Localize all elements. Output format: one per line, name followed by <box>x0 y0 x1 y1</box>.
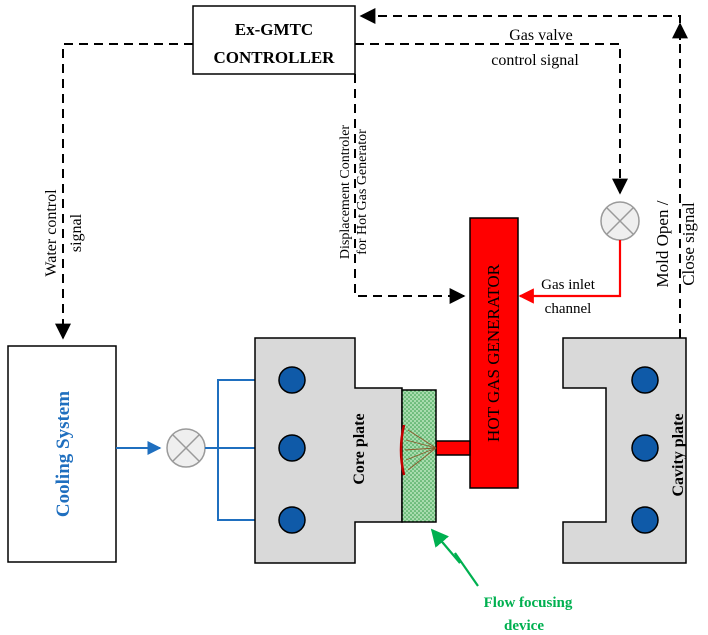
generator-nozzle <box>435 440 471 456</box>
core-plate-cooling-channels <box>278 366 306 534</box>
gas-valve-icon <box>600 201 640 241</box>
cooling-system-label: Cooling System <box>53 391 74 517</box>
mold-signal-label-line2: Close signal <box>679 202 698 286</box>
water-valve-icon <box>166 428 206 468</box>
heated-surface <box>399 424 406 476</box>
gas-valve-label-line1: Gas valve <box>509 27 573 44</box>
gas-inlet-label-line1: Gas inlet <box>541 277 596 293</box>
gas-inlet-line <box>518 240 622 304</box>
hot-gas-generator-label: HOT GAS GENERATOR <box>484 263 503 442</box>
core-plate-label: Core plate <box>351 413 368 484</box>
displacement-label-line1: Displacement Controler <box>338 125 353 259</box>
gas-valve-line <box>355 43 628 195</box>
controller-label-line1: Ex-GMTC <box>235 20 313 39</box>
cavity-plate <box>562 337 687 564</box>
cavity-plate-label: Cavity plate <box>670 413 687 496</box>
core-channel-top <box>278 366 306 394</box>
cavity-plate-cooling-channels <box>631 366 659 534</box>
cavity-channel-bottom <box>631 506 659 534</box>
controller-box <box>192 5 356 75</box>
gas-inlet-label-line2: channel <box>545 301 592 317</box>
water-control-line <box>55 43 193 340</box>
flow-focusing-label-line2: device <box>504 618 544 634</box>
gas-valve-label-line2: control signal <box>491 52 579 69</box>
flow-focusing-pointer <box>430 528 479 587</box>
hot-gas-generator <box>469 217 519 489</box>
mold-signal-label-line1: Mold Open / <box>653 200 672 287</box>
flow-focusing-device <box>401 389 437 523</box>
controller-label-line2: CONTROLLER <box>214 48 336 67</box>
displacement-label-line2: for Hot Gas Generator <box>355 129 370 255</box>
displacement-line <box>354 74 466 304</box>
flow-focusing-label-line1: Flow focusing <box>484 595 573 611</box>
cavity-channel-top <box>631 366 659 394</box>
water-signal-label-line2: signal <box>68 213 85 252</box>
cooling-system-box <box>7 345 117 563</box>
core-plate <box>254 337 403 564</box>
core-channel-middle <box>278 434 306 462</box>
mold-signal-line <box>359 8 681 338</box>
cavity-channel-middle <box>631 434 659 462</box>
water-signal-label-line1: Water control <box>43 189 60 277</box>
core-channel-bottom <box>278 506 306 534</box>
signal-lines <box>55 8 681 340</box>
gas-flow-rays <box>404 429 437 471</box>
